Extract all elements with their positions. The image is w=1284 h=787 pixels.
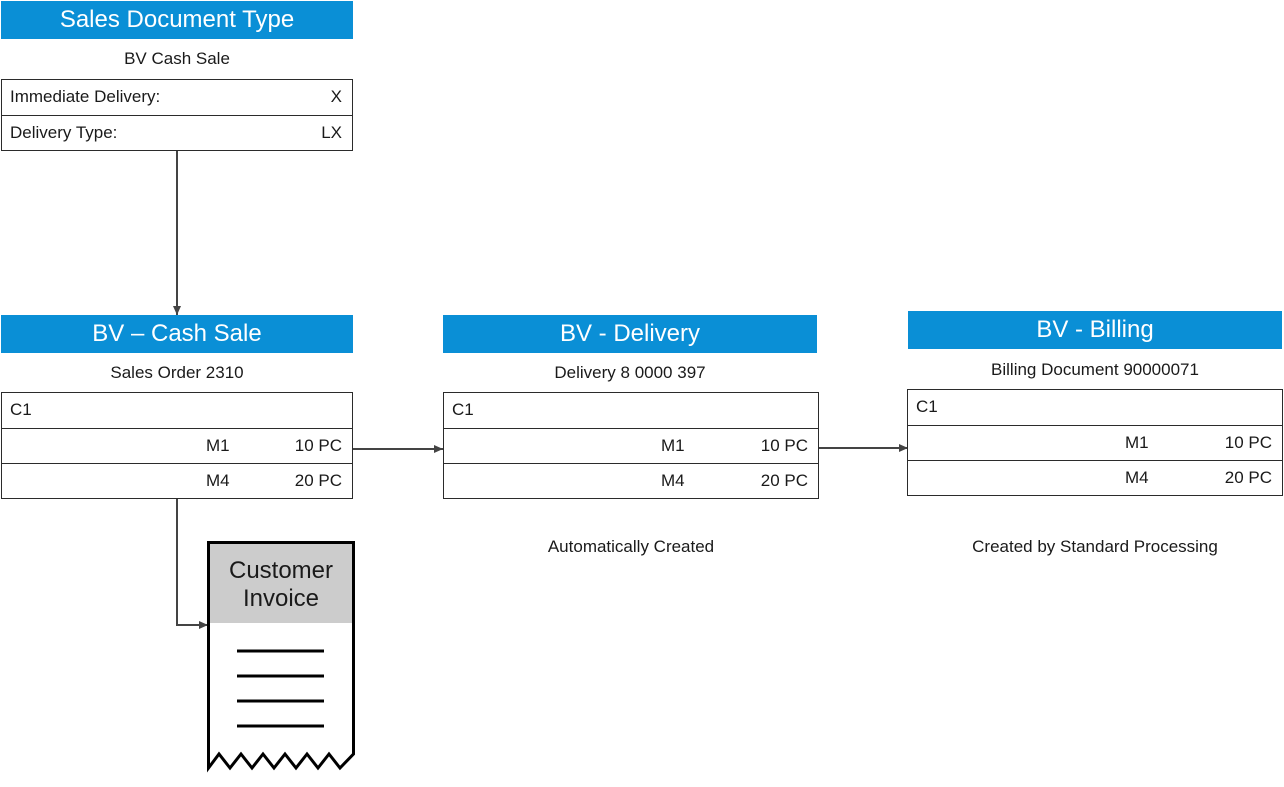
doc-type-subtitle: BV Cash Sale [124, 49, 230, 68]
table-row: C1 [444, 393, 818, 428]
qty-cell: 10 PC [294, 436, 342, 455]
doc-type-table: Immediate Delivery: X Delivery Type: LX [1, 79, 353, 151]
doc-type-row-label: Delivery Type: [10, 123, 118, 142]
table-row: M1 10 PC [2, 428, 352, 463]
material-cell: M4 [661, 471, 685, 490]
table-row: M4 20 PC [2, 463, 352, 498]
qty-cell: 10 PC [760, 436, 808, 455]
material-cell: M1 [1125, 433, 1149, 452]
delivery-note: Automatically Created [547, 537, 715, 556]
material-cell: M4 [1125, 468, 1149, 487]
customer-cell: C1 [10, 400, 32, 419]
qty-cell: 20 PC [1224, 468, 1272, 487]
table-row: M1 10 PC [444, 428, 818, 463]
qty-cell: 20 PC [760, 471, 808, 490]
receipt-icon [207, 623, 355, 773]
billing-note: Created by Standard Processing [972, 537, 1218, 556]
table-row: M4 20 PC [444, 463, 818, 498]
qty-cell: 20 PC [294, 471, 342, 490]
customer-cell: C1 [916, 397, 938, 416]
doc-type-header: Sales Document Type [1, 1, 353, 39]
doc-type-row-value: LX [321, 123, 342, 142]
delivery-subtitle: Delivery 8 0000 397 [554, 363, 706, 382]
billing-table: C1 M1 10 PC M4 20 PC [907, 389, 1283, 496]
table-row: M4 20 PC [908, 460, 1282, 495]
doc-type-row: Delivery Type: LX [2, 115, 352, 150]
qty-cell: 10 PC [1224, 433, 1272, 452]
cash-sale-table: C1 M1 10 PC M4 20 PC [1, 392, 353, 499]
doc-type-row: Immediate Delivery: X [2, 80, 352, 115]
table-row: C1 [2, 393, 352, 428]
customer-invoice: Customer Invoice [207, 541, 355, 783]
delivery-header: BV - Delivery [443, 315, 817, 353]
material-cell: M1 [206, 436, 230, 455]
cash-sale-header: BV – Cash Sale [1, 315, 353, 353]
customer-cell: C1 [452, 400, 474, 419]
delivery-table: C1 M1 10 PC M4 20 PC [443, 392, 819, 499]
arrow-cashsale-to-invoice [176, 499, 208, 629]
cash-sale-subtitle: Sales Order 2310 [110, 363, 244, 382]
table-row: C1 [908, 390, 1282, 425]
billing-header: BV - Billing [908, 311, 1282, 349]
billing-subtitle: Billing Document 90000071 [991, 360, 1199, 379]
doc-type-row-value: X [330, 87, 342, 106]
table-row: M1 10 PC [908, 425, 1282, 460]
doc-type-row-label: Immediate Delivery: [10, 87, 161, 106]
material-cell: M1 [661, 436, 685, 455]
material-cell: M4 [206, 471, 230, 490]
invoice-label: Customer Invoice [207, 541, 355, 626]
